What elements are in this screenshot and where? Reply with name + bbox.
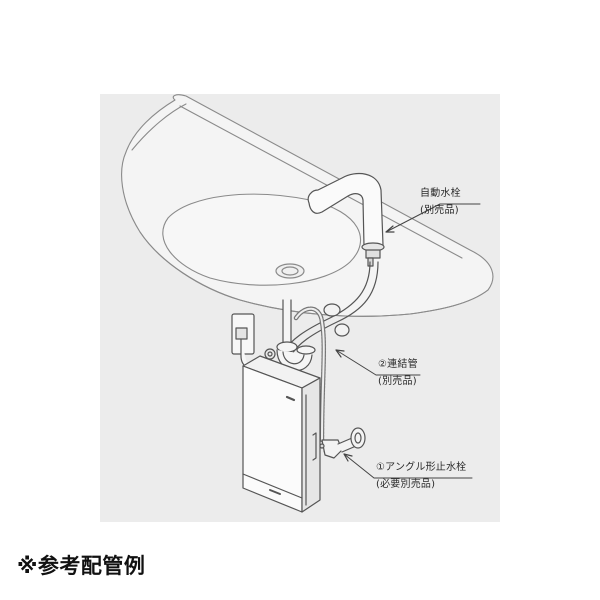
faucet-supply-hose (283, 261, 379, 357)
hose-clamp (323, 303, 350, 337)
callout-connecting-pipe-label: ②連結管 (378, 359, 418, 370)
angle-stop-valve (319, 427, 366, 459)
leader-lines (335, 203, 481, 479)
callout-angle-stop-valve: ①アングル形止水栓 (必要別売品) (376, 461, 466, 492)
callout-angle-stop-valve-label: ①アングル形止水栓 (376, 462, 467, 473)
power-plug (231, 313, 255, 369)
figure-caption: ※参考配管例 (17, 554, 146, 578)
callout-faucet-label: 自動水栓 (420, 188, 461, 199)
drain (275, 263, 305, 279)
drain-trap (276, 299, 316, 372)
callout-faucet-note: (別売品) (420, 205, 459, 216)
connecting-pipe (293, 306, 327, 443)
callout-angle-stop-valve-note: (必要別売品) (376, 479, 436, 490)
automatic-faucet (307, 172, 385, 267)
water-heater-unit (242, 348, 321, 513)
washbasin (121, 94, 494, 317)
callout-connecting-pipe-note: (別売品) (378, 376, 417, 387)
callout-faucet: 自動水栓 (別売品) (420, 187, 461, 218)
callout-connecting-pipe: ②連結管 (別売品) (378, 358, 418, 389)
